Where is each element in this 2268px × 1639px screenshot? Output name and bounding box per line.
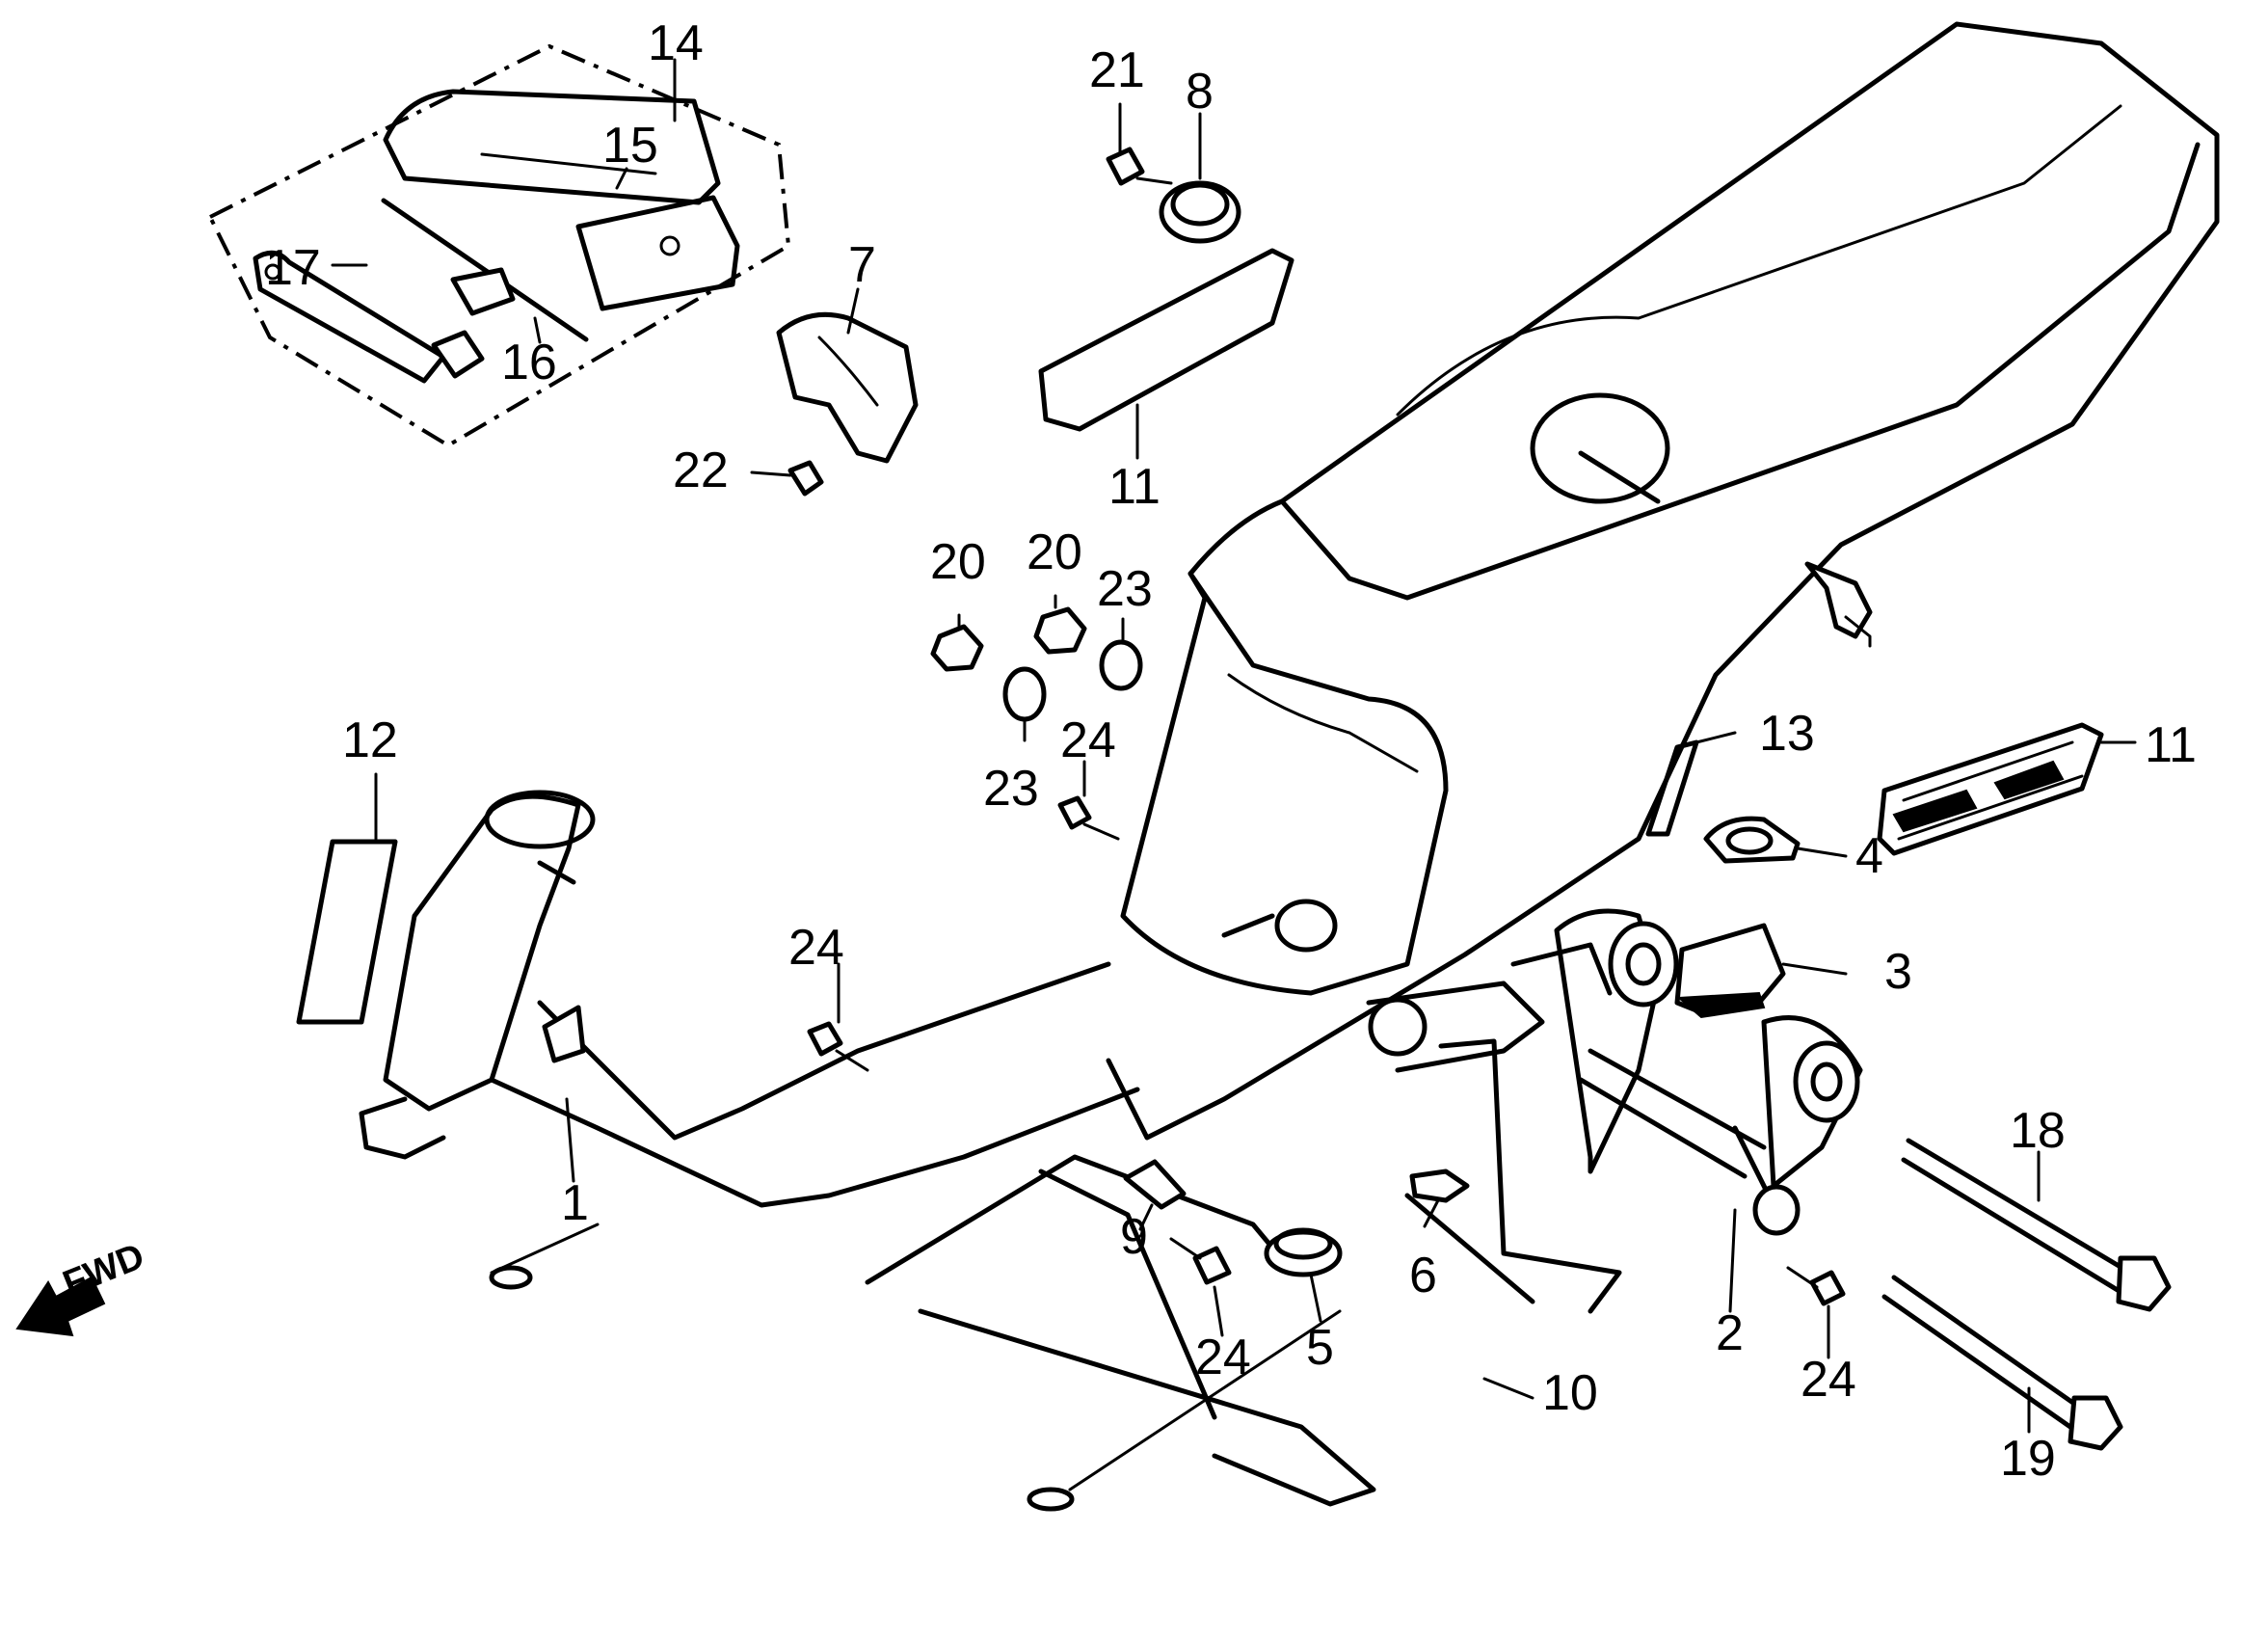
frame-cover-strip (1038, 248, 1294, 432)
callout-2: 2 (1716, 1305, 1744, 1361)
frame-tape (296, 839, 398, 1025)
callout-20-left: 20 (930, 534, 986, 590)
callout-23-lower: 23 (983, 761, 1039, 817)
callout-16: 16 (501, 335, 557, 390)
small-parts (1123, 1159, 1846, 1306)
callout-11-upper: 11 (1108, 459, 1161, 515)
engine-hanger (1554, 816, 1863, 1236)
tool-kit-group (207, 43, 791, 448)
callout-12: 12 (342, 712, 398, 768)
callout-3: 3 (1884, 944, 1912, 1000)
callout-20-right: 20 (1027, 524, 1082, 580)
top-hardware (776, 147, 1241, 497)
callout-15: 15 (602, 118, 658, 174)
callout-24-upper: 24 (1060, 712, 1116, 768)
callout-9: 9 (1120, 1209, 1148, 1265)
callout-13: 13 (1759, 706, 1815, 762)
forward-arrow: FWD (15, 1236, 150, 1337)
callout-4: 4 (1855, 828, 1883, 884)
callout-10: 10 (1542, 1365, 1598, 1421)
long-bolts (1881, 1138, 2172, 1451)
callout-19: 19 (2000, 1431, 2056, 1487)
callout-24-middle: 24 (788, 920, 844, 976)
caution-label (1645, 739, 1699, 837)
callout-5: 5 (1306, 1320, 1334, 1376)
callout-8: 8 (1186, 64, 1214, 120)
callout-11-right: 11 (2145, 717, 2197, 773)
leader-lines (331, 58, 2137, 1434)
callout-6: 6 (1409, 1248, 1437, 1303)
callout-18: 18 (2010, 1103, 2066, 1159)
nuts-washers (807, 606, 1143, 1072)
callout-24-bottom-left: 24 (1195, 1330, 1251, 1385)
callout-23-upper: 23 (1097, 561, 1153, 617)
callout-21: 21 (1089, 42, 1145, 98)
fwd-label: FWD (58, 1236, 150, 1304)
callout-24-bottom-right: 24 (1801, 1352, 1856, 1408)
main-frame (359, 21, 2220, 1512)
callout-14: 14 (648, 15, 704, 71)
callout-7: 7 (848, 237, 876, 293)
callout-17: 17 (265, 240, 321, 296)
callout-22: 22 (673, 443, 729, 498)
callout-1: 1 (561, 1175, 589, 1231)
callout-labels: 14 15 16 17 21 8 7 22 11 20 20 23 23 24 … (265, 15, 2197, 1487)
step-strip (1877, 722, 2104, 856)
